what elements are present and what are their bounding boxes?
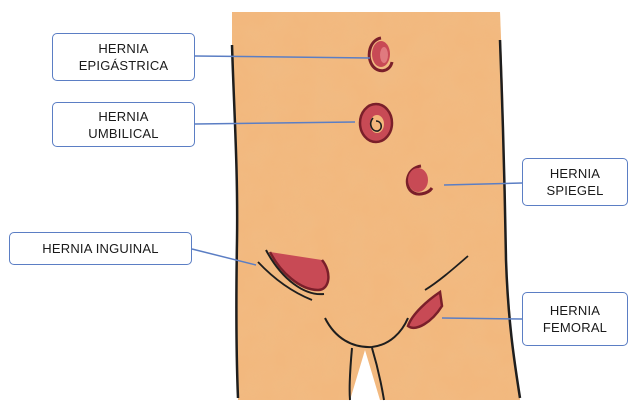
label-hernia-inguinal-text: HERNIA INGUINAL: [42, 240, 158, 257]
label-hernia-femoral-text: HERNIA FEMORAL: [543, 302, 607, 336]
label-hernia-umbilical-text: HERNIA UMBILICAL: [88, 108, 158, 142]
label-hernia-inguinal: HERNIA INGUINAL: [9, 232, 192, 265]
label-hernia-spiegel: HERNIA SPIEGEL: [522, 158, 628, 206]
label-hernia-epigastrica-text: HERNIA EPIGÁSTRICA: [79, 40, 169, 74]
label-hernia-femoral: HERNIA FEMORAL: [522, 292, 628, 346]
label-hernia-umbilical: HERNIA UMBILICAL: [52, 102, 195, 147]
label-hernia-epigastrica: HERNIA EPIGÁSTRICA: [52, 33, 195, 81]
label-hernia-spiegel-text: HERNIA SPIEGEL: [546, 165, 603, 199]
connector-femoral: [442, 318, 522, 319]
hernia-umbilical-mark: [360, 104, 392, 142]
